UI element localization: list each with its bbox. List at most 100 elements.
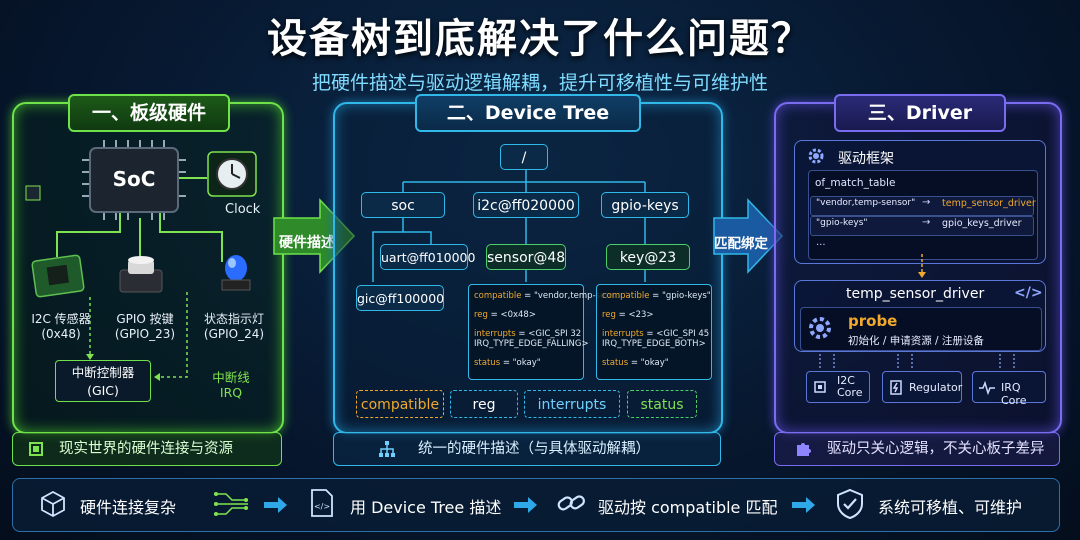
- match-row-1-driver: temp_sensor_driver: [942, 198, 1036, 209]
- of-match-table-label: of_match_table: [815, 177, 896, 189]
- tag-compatible: compatible: [356, 390, 444, 418]
- dt-key-node[interactable]: key@23: [606, 244, 690, 270]
- match-bind-label: 匹配绑定: [714, 236, 768, 252]
- match-row-2-bg: [810, 216, 1034, 236]
- i2c-sensor-icon: [31, 254, 85, 298]
- soc-to-led-wire: [159, 212, 223, 262]
- clock-label: Clock: [225, 202, 261, 217]
- irq-core-label: IRQ Core: [1001, 381, 1027, 407]
- led-pin: (GPIO_24): [203, 327, 265, 341]
- gear-icon: [808, 148, 824, 164]
- device-tree-footer-text: 统一的硬件描述（与具体驱动解耦）: [418, 441, 650, 457]
- gpio-key-caption: GPIO 按键 (GPIO_23): [110, 312, 180, 342]
- i2c-sensor-addr: (0x48): [41, 327, 81, 341]
- board-hardware-footer-text: 现实世界的硬件连接与资源: [59, 441, 233, 457]
- dt-sensor-node[interactable]: sensor@48: [486, 244, 566, 270]
- board-hardware-footer: 现实世界的硬件连接与资源: [12, 432, 282, 466]
- probe-label: probe: [848, 312, 898, 330]
- match-row-1-bg: [810, 196, 1034, 216]
- match-row-1-compatible: "vendor,temp-sensor": [816, 198, 916, 208]
- i2c-sensor-label: I2C 传感器: [31, 312, 91, 326]
- board-hardware-title: 一、板级硬件: [68, 94, 230, 132]
- hardware-describe-label: 硬件描述: [279, 235, 335, 251]
- dt-gic-node[interactable]: gic@ff100000: [356, 285, 444, 311]
- dt-gpio-keys-node[interactable]: gpio-keys: [601, 192, 689, 218]
- i2c-sensor-caption: I2C 传感器 (0x48): [26, 312, 96, 342]
- regulator-icon: [890, 380, 902, 395]
- gic-sub: (GIC): [87, 383, 119, 398]
- gpio-key-label: GPIO 按键: [116, 312, 174, 326]
- code-file-icon: </>: [311, 489, 333, 517]
- code-icon: </>: [1014, 285, 1043, 301]
- page-title: 设备树到底解决了什么问题？: [267, 16, 813, 62]
- summary-step-4: 系统可移植、可维护: [878, 498, 1023, 517]
- led-label: 状态指示灯: [203, 312, 264, 326]
- soc-label: SoC: [113, 167, 156, 191]
- device-tree-footer: 统一的硬件描述（与具体驱动解耦）: [333, 432, 721, 466]
- circuit-icon: [214, 492, 248, 516]
- soc-to-i2c-wire: [56, 212, 121, 257]
- cube-icon: [41, 490, 65, 518]
- board-hardware-diagram: SoC: [25, 140, 257, 381]
- i2c-chip-icon: [814, 381, 826, 393]
- device-tree-title: 二、Device Tree: [415, 94, 641, 132]
- summary-step-2: 用 Device Tree 描述: [350, 498, 502, 517]
- summary-step-1: 硬件连接复杂: [80, 498, 177, 517]
- irq-label: IRQ: [219, 385, 243, 400]
- shield-check-icon: [837, 488, 863, 520]
- match-ellipsis: ...: [816, 237, 826, 248]
- driver-framework-label: 驱动框架: [838, 151, 894, 167]
- irq-line-caption: 中断线 IRQ: [206, 370, 256, 400]
- dt-soc-node[interactable]: soc: [361, 192, 445, 218]
- dt-uart-node[interactable]: uart@ff010000: [380, 244, 475, 270]
- chip-icon: [29, 442, 43, 456]
- driver-footer: 驱动只关心逻辑，不关心板子差异: [774, 432, 1060, 466]
- led-icon: [221, 255, 251, 291]
- tag-reg: reg: [450, 390, 518, 418]
- match-row-2-arrow: →: [922, 217, 931, 228]
- device-tree-lines: [372, 170, 646, 282]
- match-row-2-compatible: "gpio-keys": [816, 218, 868, 228]
- tag-status: status: [627, 390, 697, 418]
- gpio-key-pin: (GPIO_23): [114, 327, 176, 341]
- temp-sensor-driver-label: temp_sensor_driver: [846, 286, 985, 302]
- driver-footer-text: 驱动只关心逻辑，不关心板子差异: [827, 441, 1045, 457]
- link-icon: [557, 495, 585, 511]
- dt-root-node[interactable]: /: [500, 144, 548, 170]
- summary-arrow-2: [514, 497, 537, 513]
- page-subtitle: 把硬件描述与驱动逻辑解耦，提升可移植性与可维护性: [311, 72, 768, 94]
- match-bind-arrow: [713, 198, 784, 274]
- probe-description: 初始化 / 申请资源 / 注册设备: [848, 335, 984, 347]
- pulse-icon: [979, 381, 995, 395]
- summary-step-3: 驱动按 compatible 匹配: [598, 498, 778, 517]
- driver-title: 三、Driver: [834, 94, 1006, 132]
- framework-to-driver-arrow: [918, 254, 926, 278]
- sensor-properties-box: compatible = "vendor,temp-sensor" reg = …: [468, 284, 628, 380]
- dt-i2c-node[interactable]: i2c@ff020000: [473, 192, 579, 218]
- soc-chip-icon: [82, 140, 186, 220]
- regulator-box: Regulator: [882, 371, 962, 403]
- probe-box: [800, 307, 1042, 351]
- gpio-irq-dashed-wire: [155, 292, 188, 378]
- key-properties-box: compatible = "gpio-keys" reg = <23> inte…: [596, 284, 712, 380]
- probe-core-links: [819, 354, 1015, 368]
- tree-icon: [379, 441, 395, 457]
- gic-label: 中断控制器: [71, 365, 135, 380]
- regulator-label: Regulator: [909, 381, 963, 394]
- svg-text:</>: </>: [314, 502, 330, 511]
- led-caption: 状态指示灯 (GPIO_24): [196, 312, 272, 342]
- interrupt-controller-box: 中断控制器 (GIC): [55, 360, 151, 402]
- irq-line-label: 中断线: [212, 370, 250, 385]
- tag-interrupts: interrupts: [524, 390, 620, 418]
- irq-core-box: IRQ Core: [972, 371, 1046, 407]
- summary-arrow-1: [264, 497, 287, 513]
- gpio-button-icon: [119, 256, 163, 293]
- match-row-1-arrow: →: [922, 197, 931, 208]
- probe-gear-icon: [809, 317, 831, 339]
- match-row-2-driver: gpio_keys_driver: [942, 218, 1022, 229]
- summary-arrow-3: [792, 497, 815, 513]
- small-chip-icon: [25, 185, 41, 201]
- puzzle-icon: [797, 443, 811, 456]
